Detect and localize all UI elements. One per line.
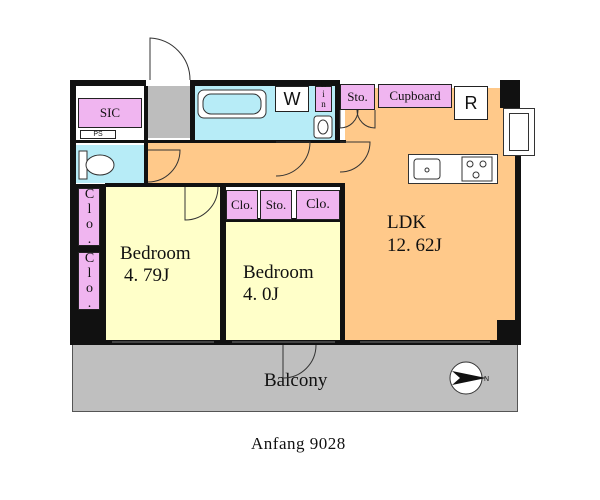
closet-left-top: Clo. (78, 187, 100, 247)
door-icon (147, 109, 376, 379)
wall (144, 86, 148, 184)
bedroom2-name: Bedroom (243, 262, 314, 283)
clo-label: Clo. (82, 187, 97, 247)
ldk-name: LDK (387, 212, 427, 233)
closet-left-bottom: Clo. (78, 251, 100, 311)
plan-caption: Anfang 9028 (251, 434, 346, 453)
sic-label: SIC (99, 105, 121, 120)
entrance-floor (148, 86, 190, 138)
wall (70, 80, 76, 344)
ps-box: PS (80, 130, 116, 139)
bedroom1-floor (105, 187, 222, 340)
bedroom1-size: 4. 79J (124, 265, 170, 286)
clo-label: Clo. (82, 251, 97, 311)
refrigerator: R (454, 86, 488, 120)
ldk-floor (345, 108, 517, 344)
wall (76, 140, 346, 143)
cupboard-label: Cupboard (389, 88, 441, 103)
sto-label: Sto. (347, 89, 368, 104)
closet-mid-right: Clo. (296, 190, 340, 220)
wall (226, 218, 340, 222)
lin-label: Lin. (318, 79, 329, 119)
wall (335, 80, 340, 142)
sink-icon (313, 115, 333, 139)
washer-label: W (283, 88, 301, 109)
closet-mid-left: Clo. (226, 190, 258, 220)
sic-closet: SIC (78, 98, 142, 128)
window (503, 108, 535, 156)
sink-icon (413, 158, 441, 180)
wall (105, 183, 345, 187)
bedroom2-floor (226, 222, 344, 340)
ps-label: PS (93, 131, 103, 138)
window (509, 113, 529, 151)
wall (340, 184, 345, 340)
balcony-name: Balcony (264, 370, 328, 391)
hallway-floor (148, 142, 345, 184)
door-icon (149, 37, 191, 81)
clo-label: Clo. (306, 197, 330, 212)
storage-top: Sto. (340, 84, 375, 110)
wall (500, 80, 520, 108)
bedroom1-name: Bedroom (120, 243, 191, 264)
toilet-icon (78, 150, 115, 180)
clo-label: Clo. (230, 197, 254, 212)
balcony-floor (72, 344, 518, 412)
wall (220, 184, 226, 340)
linen-closet: Lin. (315, 79, 332, 119)
wall (497, 320, 521, 342)
wall (190, 80, 195, 142)
svg-text:N: N (484, 376, 489, 383)
bathtub-icon (197, 89, 267, 119)
cupboard: Cupboard (378, 84, 452, 108)
ldk-size: 12. 62J (387, 235, 442, 256)
sto-label: Sto. (265, 197, 287, 212)
storage-mid: Sto. (260, 190, 292, 220)
washer: W (275, 86, 309, 112)
wall (190, 80, 340, 86)
compass-icon: N (449, 361, 489, 395)
bedroom2-size: 4. 0J (243, 284, 279, 305)
refrigerator-label: R (464, 92, 478, 113)
wall (515, 155, 521, 345)
stove-icon (461, 156, 493, 182)
wall (70, 80, 146, 86)
